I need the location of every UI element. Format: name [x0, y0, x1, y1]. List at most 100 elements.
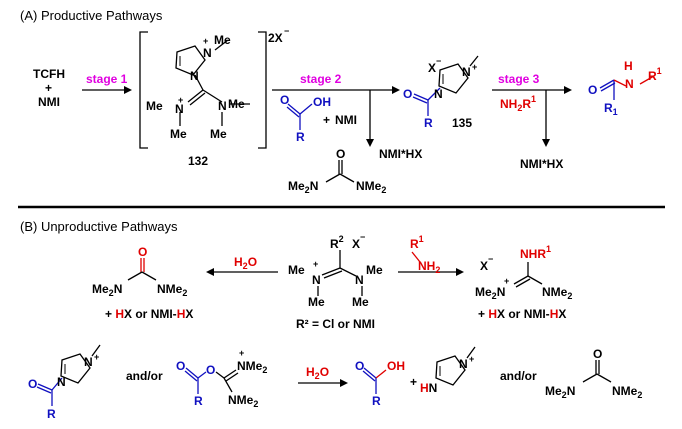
- section-b-title: (B) Unproductive Pathways: [20, 219, 178, 234]
- stage3-label: stage 3: [498, 72, 540, 86]
- acid-o-bottom: O: [355, 359, 364, 373]
- n-central-b: N: [355, 273, 364, 287]
- amide-h: H: [624, 59, 633, 73]
- urea-me2n-a: Me2N: [288, 179, 318, 195]
- urea-me2n-c: Me2N: [545, 384, 575, 400]
- nme2-acyloxy-a: NMe2: [237, 359, 267, 375]
- stage2-arrow: [272, 86, 400, 147]
- n-plus-sup-acyl: +: [94, 352, 99, 362]
- urea-o-a: O: [336, 147, 345, 161]
- n-plus-charge-132a: +: [203, 36, 208, 46]
- urea-structure-c: [582, 360, 612, 383]
- r-acyloxy: R: [194, 394, 203, 408]
- urea-structure-a: [325, 160, 355, 183]
- hx-line-left: + HX or NMI-HX: [105, 307, 193, 321]
- nmi-product-structure: [435, 346, 476, 386]
- compound-132-label: 132: [188, 154, 208, 168]
- n-atom-132b: N: [190, 69, 199, 83]
- me-central-c: Me: [308, 295, 325, 309]
- r2-label: R2: [330, 234, 344, 251]
- n-plus-sup-135: +: [472, 62, 477, 72]
- hx-line-right: + HX or NMI-HX: [478, 307, 566, 321]
- stage2-label: stage 2: [300, 72, 342, 86]
- nhr1-guan: NHR1: [520, 244, 551, 261]
- x-minus-sup-135: −: [436, 56, 441, 66]
- bracket-charge: 2X: [268, 31, 283, 45]
- o-135: O: [403, 87, 412, 101]
- stage3-arrow: [492, 86, 572, 147]
- compound-135-structure: [412, 55, 479, 116]
- hn-nmi: HN: [420, 381, 437, 395]
- n-atom-132a: N: [203, 46, 212, 60]
- me-132a: Me: [214, 33, 231, 47]
- n-atom-132c: N: [175, 102, 184, 116]
- o-acyloxy-a: O: [176, 359, 185, 373]
- acid-oh-bottom: OH: [387, 359, 405, 373]
- me-132b: Me: [146, 99, 163, 113]
- nme2-guan: NMe2: [542, 285, 572, 301]
- me-central-d: Me: [352, 295, 369, 309]
- n-plus-132: +: [178, 95, 183, 105]
- section-a-title: (A) Productive Pathways: [20, 8, 163, 23]
- amine-reagent: NH2R1: [500, 94, 536, 113]
- r1-amine-top: R1: [410, 234, 424, 251]
- acid-oh: OH: [313, 95, 331, 109]
- amide-r-sub1: R1: [604, 101, 618, 117]
- urea-structure-b: [127, 258, 157, 281]
- nh2-amine: NH2: [418, 259, 440, 275]
- plus-bottom: +: [410, 375, 417, 389]
- hydrolysis-arrow-left: [206, 268, 278, 276]
- plus-acid: +: [323, 113, 330, 127]
- bracket-charge-sup: −: [284, 26, 289, 36]
- n-atom-132d: N: [218, 99, 227, 113]
- compound-135-label: 135: [452, 116, 472, 130]
- amide-o: O: [588, 83, 597, 97]
- n-plus-acyl: N: [84, 355, 93, 369]
- urea-o-b: O: [138, 245, 147, 259]
- right-bracket: [258, 31, 267, 149]
- r-135: R: [424, 116, 433, 130]
- me-132e: Me: [210, 127, 227, 141]
- n-plus-135: N: [462, 65, 471, 79]
- me-central-a: Me: [288, 263, 305, 277]
- x-minus-135: X: [428, 61, 436, 75]
- h2o-label-bottom: H2O: [306, 365, 329, 381]
- n-plus-sup-guan: +: [504, 276, 509, 286]
- left-bracket: [139, 31, 148, 149]
- n-acyl-b: N: [57, 375, 66, 389]
- r2-definition: R² = Cl or NMI: [296, 317, 375, 331]
- o-acyloxy-b: O: [206, 363, 215, 377]
- me2n-guan: Me2N: [475, 285, 505, 301]
- acid-r-bottom: R: [372, 394, 381, 408]
- stage1-arrow: [82, 86, 132, 94]
- andor-1: and/or: [126, 369, 163, 383]
- n-plus-sup-nmi: +: [469, 354, 474, 364]
- amide-r1: R1: [648, 66, 662, 83]
- urea-nme2-c: NMe2: [612, 384, 642, 400]
- urea-nme2-a: NMe2: [356, 179, 386, 195]
- x-minus-sup-guan: −: [488, 254, 493, 264]
- urea-me2n-b: Me2N: [92, 282, 122, 298]
- compound-132-structure: [175, 39, 250, 126]
- guanidinium-structure: [513, 262, 543, 288]
- x-minus-guan: X: [480, 259, 488, 273]
- acid-o: O: [280, 93, 289, 107]
- o-acyl: O: [28, 377, 37, 391]
- acid-r: R: [296, 130, 305, 144]
- n-plus-central: +: [313, 259, 318, 269]
- nmi-label: NMI: [38, 95, 60, 109]
- amide-product-structure: [599, 75, 655, 100]
- central-amidinium-structure: [317, 250, 363, 296]
- amine-arrow-right: [398, 251, 464, 276]
- carboxylic-acid-structure: [286, 103, 313, 130]
- n-plus-sup-acyloxy: +: [239, 348, 244, 358]
- stage1-label: stage 1: [86, 72, 128, 86]
- acid-product-structure: [362, 367, 387, 394]
- n-central-a: N: [312, 273, 321, 287]
- n-plus-nmi: N: [459, 357, 468, 371]
- nmi-hx-stage2: NMI*HX: [379, 147, 422, 161]
- urea-o-c: O: [593, 347, 602, 361]
- me-132d: Me: [170, 127, 187, 141]
- acyloxy-amidinium-structure: [184, 367, 239, 394]
